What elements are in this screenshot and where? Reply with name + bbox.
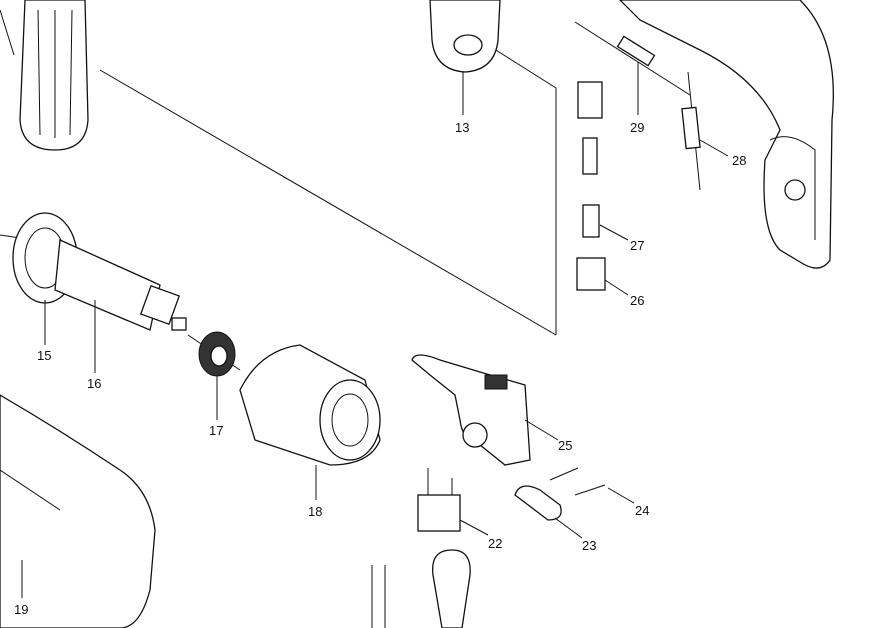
assembly-bracket-line [479,39,557,335]
label-13: 13 [455,120,469,135]
label-27: 27 [630,238,644,253]
label-16: 16 [87,376,101,391]
housing-half [619,0,834,269]
bottom-parts [371,549,471,628]
part-16-armature [0,212,187,373]
label-18: 18 [308,504,322,519]
label-22: 22 [488,536,502,551]
part-13-clamp [429,0,501,115]
label-25: 25 [558,438,572,453]
part-23-24-screws [514,467,635,539]
label-19: 19 [14,602,28,617]
label-28: 28 [732,153,746,168]
part-28-component [681,71,729,191]
part-25-switch [411,354,559,466]
label-23: 23 [582,538,596,553]
part-22-capacitor [417,468,489,536]
label-26: 26 [630,293,644,308]
label-24: 24 [635,503,649,518]
part-29-capacitor [574,21,691,115]
part-19-housing [0,394,156,628]
auxiliary-handle [0,0,557,336]
label-29: 29 [630,120,644,135]
label-17: 17 [209,423,223,438]
label-15: 15 [37,348,51,363]
connector-parts [576,81,629,296]
part-17-bearing [187,331,241,420]
part-18-stator [239,344,381,500]
